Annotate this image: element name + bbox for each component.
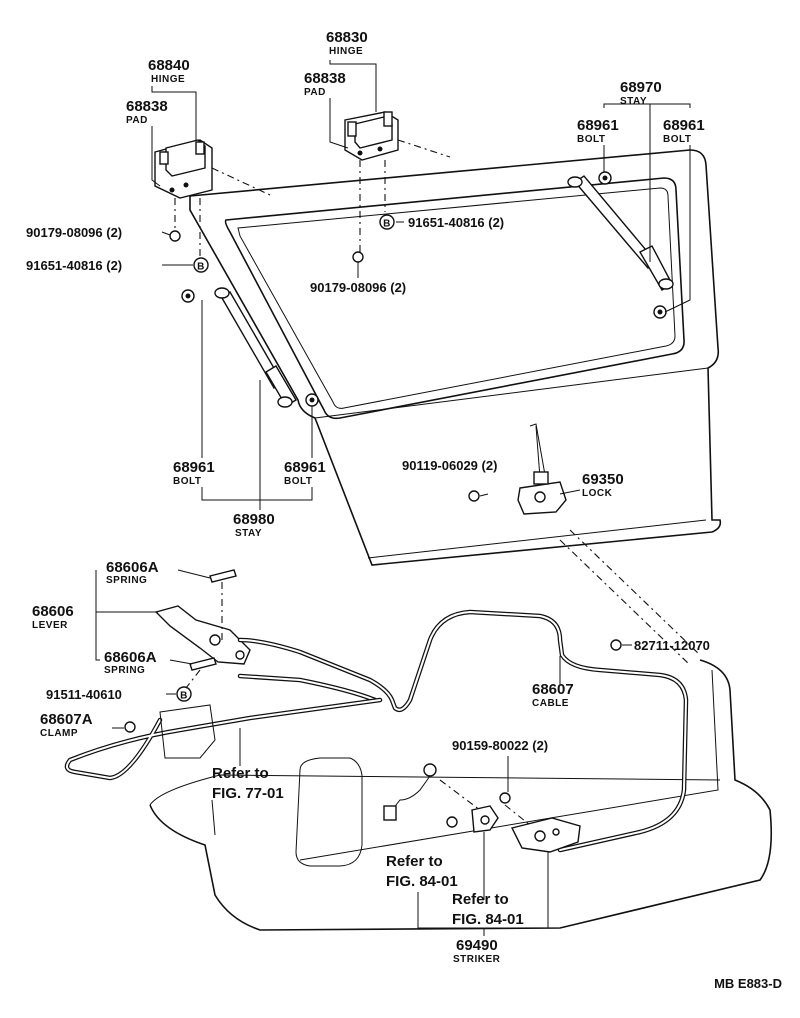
right-stay [567,175,674,291]
callout-68970: 68970 STAY [620,79,662,107]
svg-text:CLAMP: CLAMP [40,728,78,739]
svg-text:LEVER: LEVER [32,620,68,631]
svg-text:Refer to: Refer to [386,853,443,870]
fastener-90119: 90119-06029 (2) [402,458,497,473]
lock-assembly [517,423,567,515]
left-hinge [154,139,213,199]
svg-text:B: B [197,262,205,273]
svg-text:B: B [180,691,188,702]
back-door-panel [189,149,722,566]
b-marker-icon: B B B [176,214,395,702]
reference-fig-77-01: Refer to FIG. 77-01 [212,765,284,802]
svg-text:STAY: STAY [235,528,262,539]
svg-text:STRIKER: STRIKER [453,954,501,965]
callout-68606A-upper: 68606A SPRING [106,559,159,586]
callout-68961-upper-left: 68961 BOLT [577,117,619,145]
svg-text:FIG. 84-01: FIG. 84-01 [386,873,458,890]
callout-68961-lower-right: 68961 BOLT [284,459,326,487]
lever-assembly [154,569,251,689]
svg-text:CABLE: CABLE [532,698,569,709]
svg-text:68961: 68961 [173,459,215,476]
fastener-91511: 91511-40610 [46,687,122,702]
svg-text:68961: 68961 [284,459,326,476]
svg-text:B: B [383,219,391,230]
svg-text:68838: 68838 [304,70,346,87]
svg-text:68970: 68970 [620,79,662,96]
callout-68830: 68830 HINGE [326,29,368,57]
callout-69350: 69350 LOCK [582,471,624,499]
svg-text:68980: 68980 [233,511,275,528]
callout-68840: 68840 HINGE [148,57,190,85]
callout-69490: 69490 STRIKER [453,937,501,965]
svg-text:STAY: STAY [620,96,647,107]
svg-text:68607: 68607 [532,681,574,698]
svg-text:68961: 68961 [663,117,705,134]
leader-lines [95,60,691,936]
vehicle-body [149,529,773,931]
fastener-90179-center: 90179-08096 (2) [310,280,406,295]
svg-text:69490: 69490 [456,937,498,954]
svg-text:68606: 68606 [32,603,74,620]
reference-fig-84-01-right: Refer to FIG. 84-01 [452,891,524,928]
svg-text:68606A: 68606A [106,559,159,576]
svg-text:PAD: PAD [126,115,148,126]
striker-assembly [439,779,581,853]
fastener-82711: 82711-12070 [634,638,710,653]
callout-68606: 68606 LEVER [32,603,74,631]
callout-68607: 68607 CABLE [532,681,574,709]
svg-text:Refer to: Refer to [452,891,509,908]
svg-text:68606A: 68606A [104,649,157,666]
switch-connector [383,763,437,821]
fastener-90159: 90159-80022 (2) [452,738,548,753]
callout-68607A: 68607A CLAMP [40,711,93,739]
svg-text:69350: 69350 [582,471,624,488]
svg-text:HINGE: HINGE [151,74,185,85]
callout-68838-right: 68838 PAD [304,70,346,98]
svg-text:68961: 68961 [577,117,619,134]
svg-text:FIG. 77-01: FIG. 77-01 [212,785,284,802]
callout-68961-lower-left: 68961 BOLT [173,459,215,487]
svg-text:SPRING: SPRING [106,575,147,586]
svg-text:68840: 68840 [148,57,190,74]
left-stay [214,287,297,408]
svg-text:PAD: PAD [304,87,326,98]
svg-text:BOLT: BOLT [173,476,201,487]
svg-text:SPRING: SPRING [104,665,145,676]
fastener-91651-left: 91651-40816 (2) [26,258,122,273]
svg-text:68607A: 68607A [40,711,93,728]
svg-text:BOLT: BOLT [284,476,312,487]
svg-text:68838: 68838 [126,98,168,115]
drawing-code: MB E883-D [714,976,782,991]
svg-text:BOLT: BOLT [577,134,605,145]
callout-68961-upper-right: 68961 BOLT [663,117,705,145]
svg-text:68830: 68830 [326,29,368,46]
svg-text:HINGE: HINGE [329,46,363,57]
svg-text:Refer to: Refer to [212,765,269,782]
callout-68838-left: 68838 PAD [126,98,168,126]
svg-text:FIG. 84-01: FIG. 84-01 [452,911,524,928]
callout-68606A-lower: 68606A SPRING [104,649,157,676]
fastener-91651-right: 91651-40816 (2) [408,215,504,230]
floor-cable [64,697,383,781]
svg-text:BOLT: BOLT [663,134,691,145]
fastener-90179-left: 90179-08096 (2) [26,225,122,240]
right-hinge [344,111,399,161]
svg-text:LOCK: LOCK [582,488,613,499]
callout-68980: 68980 STAY [233,511,275,539]
release-cable [237,609,689,853]
reference-fig-84-01-left: Refer to FIG. 84-01 [386,853,458,890]
